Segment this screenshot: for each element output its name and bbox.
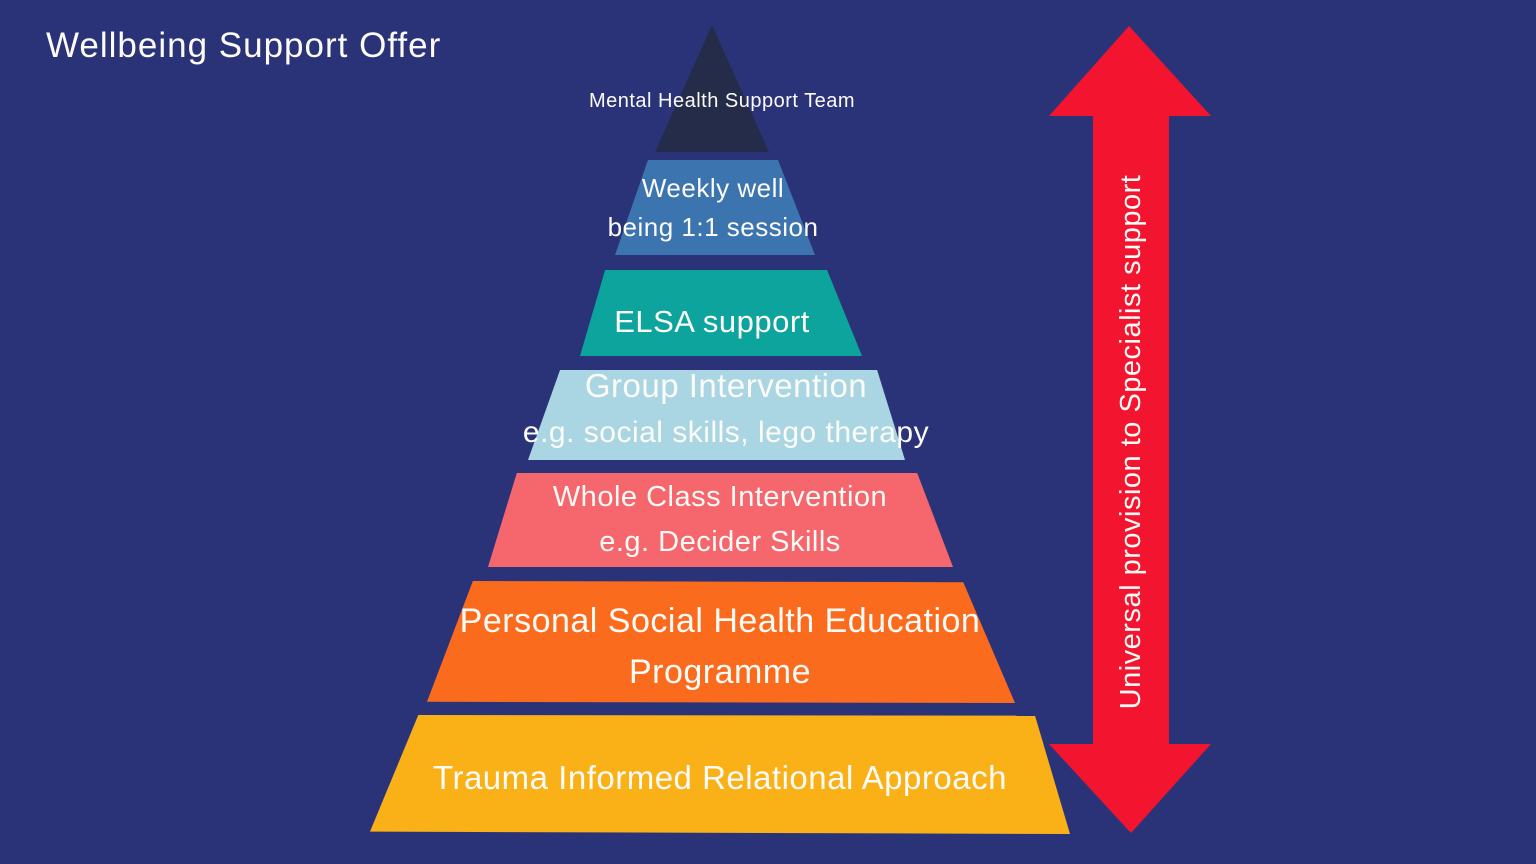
tier-label-line: Group Intervention bbox=[584, 367, 868, 404]
tier-label-line: Trauma Informed Relational Approach bbox=[433, 759, 1007, 796]
tier-label-line: ELSA support bbox=[614, 304, 810, 339]
tier-shape-group-intervention bbox=[528, 370, 905, 460]
tier-label-trauma-informed-relational-approach: Trauma Informed Relational Approach bbox=[370, 756, 1070, 800]
tier-label-line: e.g. Decider Skills bbox=[599, 526, 841, 558]
tier-shape-elsa-support bbox=[580, 270, 862, 356]
tier-label-group-intervention: Group Intervention e.g. social skills, l… bbox=[476, 362, 976, 456]
tier-label-weekly-wellbeing-session: Weekly well being 1:1 session bbox=[563, 169, 863, 247]
tier-label-line: Personal Social Health Education bbox=[459, 602, 981, 640]
tier-label-mental-health-support-team: Mental Health Support Team bbox=[502, 87, 942, 115]
tier-label-line: Programme bbox=[628, 653, 812, 691]
tier-shape-weekly-wellbeing-session bbox=[615, 160, 815, 255]
tier-label-line: Whole Class Intervention bbox=[552, 481, 888, 513]
tier-shape-trauma-informed-relational-approach bbox=[370, 715, 1070, 834]
double-arrow-shape bbox=[1049, 26, 1211, 833]
tier-label-elsa-support: ELSA support bbox=[562, 300, 862, 344]
tier-shape-whole-class-intervention bbox=[488, 473, 953, 567]
tier-label-whole-class-intervention: Whole Class Intervention e.g. Decider Sk… bbox=[490, 475, 950, 565]
arrow-label: Universal provision to Specialist suppor… bbox=[1115, 174, 1147, 710]
tier-label-line: being 1:1 session bbox=[607, 212, 819, 242]
tier-label-pshe-programme: Personal Social Health Education Program… bbox=[440, 596, 1000, 698]
tier-label-line: Mental Health Support Team bbox=[588, 90, 856, 112]
page-title: Wellbeing Support Offer bbox=[46, 26, 442, 65]
tier-label-line: e.g. social skills, lego therapy bbox=[522, 416, 930, 449]
tier-shape-pshe-programme bbox=[427, 581, 1015, 703]
tier-label-line: Weekly well bbox=[641, 173, 785, 203]
